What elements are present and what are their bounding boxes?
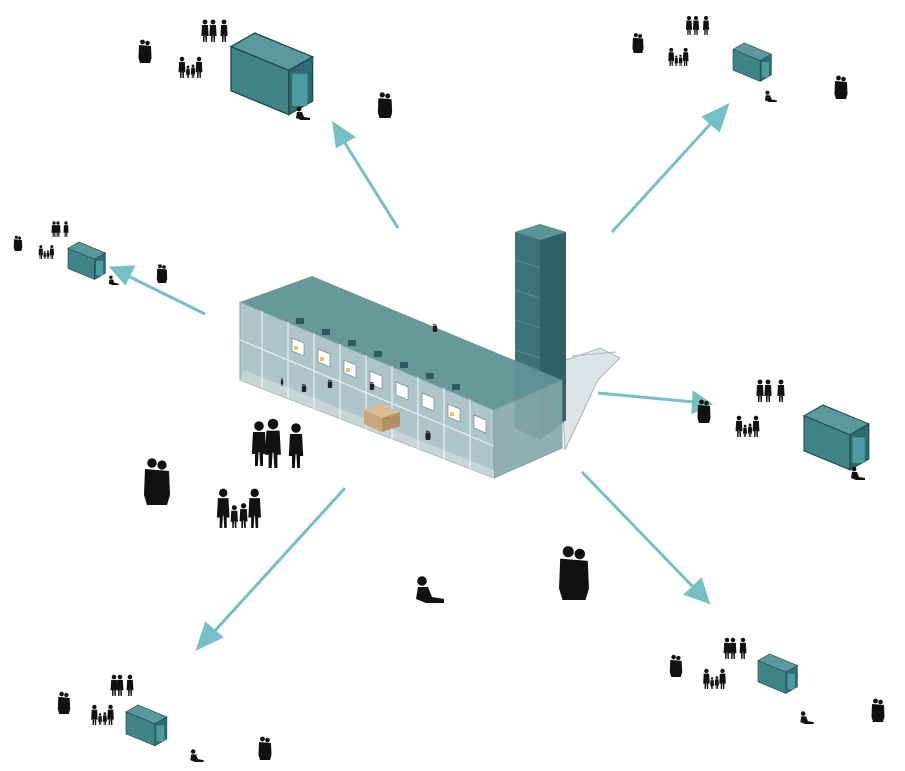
- building-roof: [240, 276, 562, 410]
- central-building: [239, 224, 621, 479]
- building-side: [493, 379, 563, 479]
- arrow-south-east: [580, 470, 711, 605]
- arrow-north-east: [610, 103, 730, 234]
- wooden-module: [364, 404, 400, 432]
- arrow-north: [332, 120, 400, 229]
- upper-units: [291, 318, 487, 434]
- arrow-south-west: [195, 486, 347, 651]
- arrow-west: [108, 265, 206, 316]
- terrace-deck: [559, 347, 621, 451]
